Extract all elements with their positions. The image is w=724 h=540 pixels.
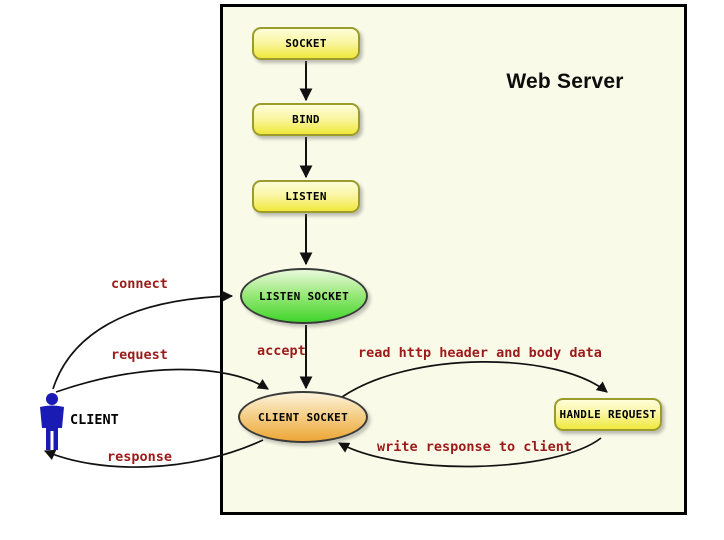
node-listen-label: LISTEN — [285, 190, 327, 203]
page-title: Web Server — [506, 70, 624, 93]
node-bind-label: BIND — [292, 113, 320, 126]
edge-label-accept: accept — [257, 343, 306, 359]
node-socket-label: SOCKET — [285, 37, 327, 50]
arrow-response — [43, 439, 264, 468]
edge-label-response: response — [107, 449, 173, 465]
node-bind: BIND — [252, 103, 360, 136]
client-label: CLIENT — [70, 412, 119, 428]
arrow-read — [341, 361, 608, 398]
edge-label-read: read http header and body data — [358, 345, 602, 361]
node-listen-socket-label: LISTEN SOCKET — [259, 289, 349, 303]
node-handle-request-label: HANDLE REQUEST — [559, 408, 657, 421]
edge-label-request: request — [111, 347, 168, 363]
edge-label-write: write response to client — [377, 439, 573, 455]
node-client-socket-label: CLIENT SOCKET — [258, 410, 348, 424]
node-socket: SOCKET — [252, 27, 360, 60]
node-client-socket: CLIENT SOCKET — [238, 391, 368, 443]
arrow-connect — [52, 290, 234, 390]
edge-label-connect: connect — [111, 276, 168, 292]
arrow-request — [55, 368, 269, 393]
node-listen-socket: LISTEN SOCKET — [240, 268, 368, 324]
node-listen: LISTEN — [252, 180, 360, 213]
arrow-write — [338, 437, 602, 468]
node-handle-request: HANDLE REQUEST — [554, 398, 662, 431]
client-person-icon — [40, 393, 64, 450]
